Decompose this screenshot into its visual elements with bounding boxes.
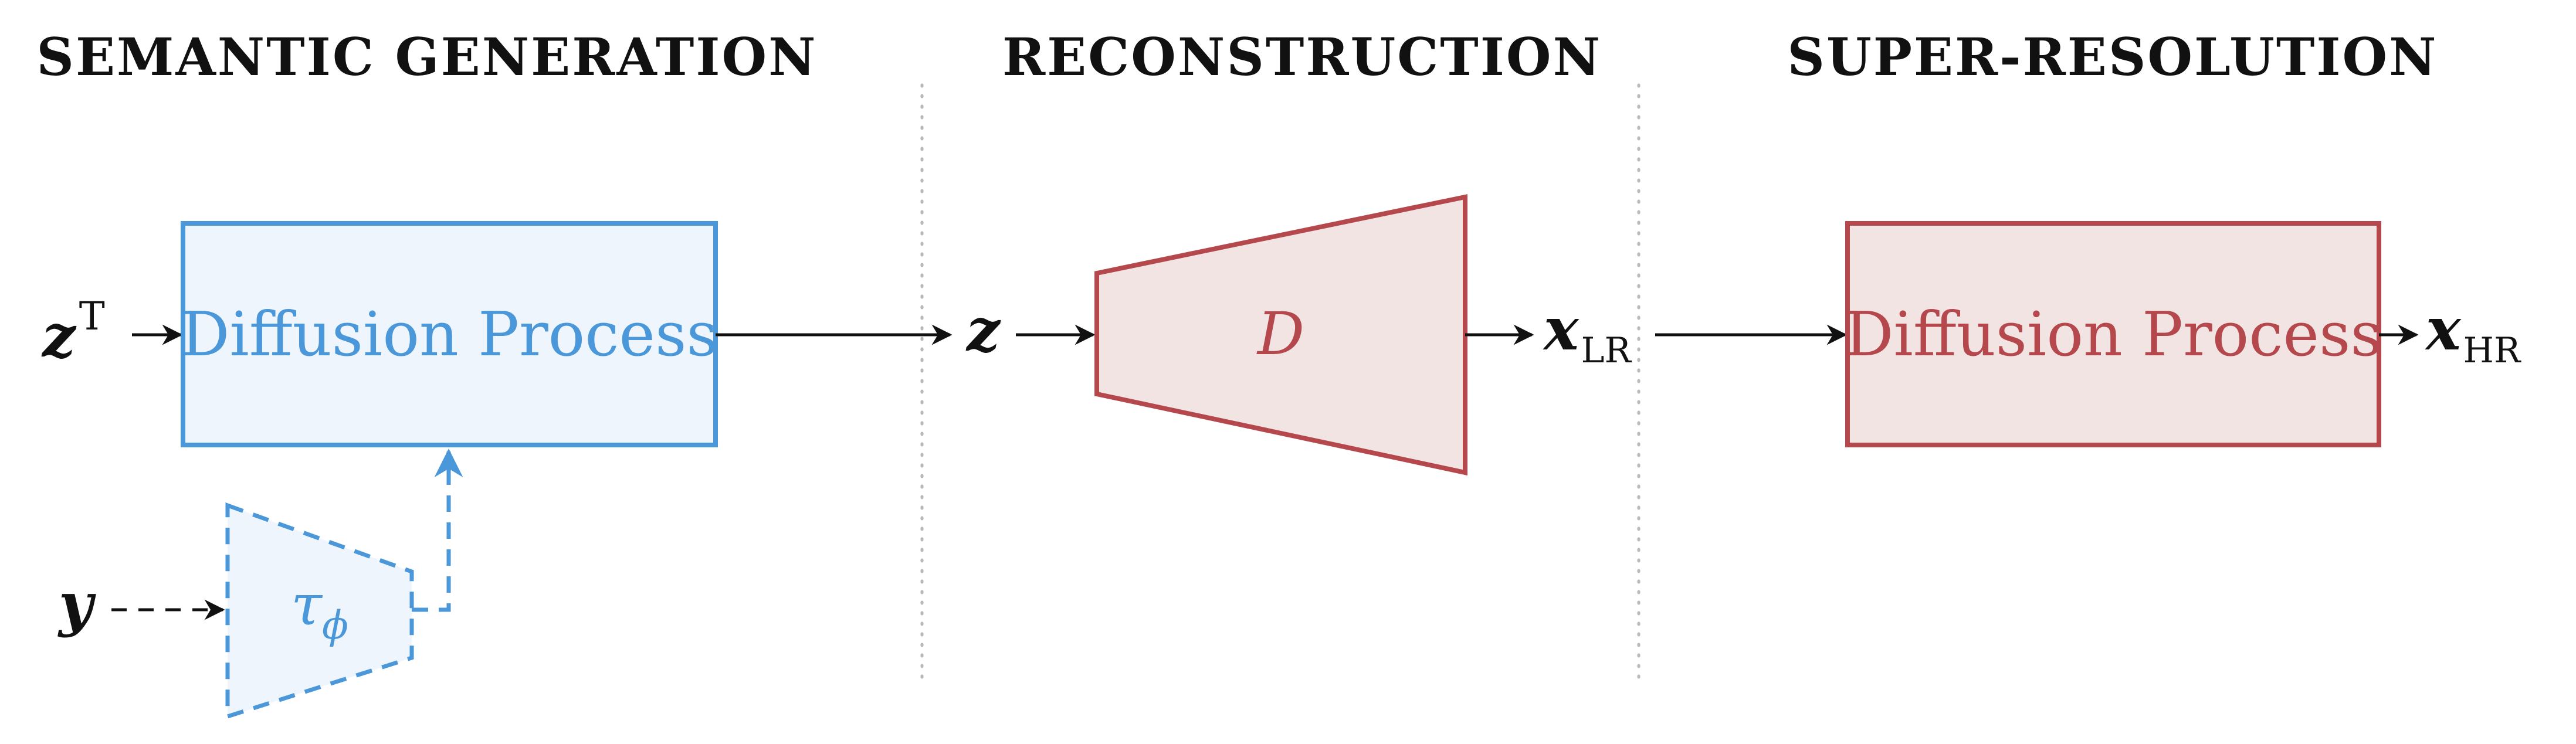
condition-encoder-trapezoid [225,502,414,719]
sr-diffusion-label: Diffusion Process [1845,298,2382,370]
decoder-label: D [1256,300,1304,368]
decoder-trapezoid [1094,194,1467,475]
low-res-image-label: xLR [1543,294,1632,371]
semantic-diffusion-label: Diffusion Process [181,298,718,370]
section-title-reconstruction: RECONSTRUCTION [1002,26,1602,87]
high-res-image-label: xHR [2425,294,2521,371]
condition-encoder-label: τϕ [291,572,348,648]
arrow-encoder-to-diffusion [412,449,463,612]
latent-noise-label: zT [41,294,105,371]
sr-diffusion-box [1845,221,2381,447]
condition-label: y [57,569,96,638]
latent-z-label: z [965,295,1001,365]
semantic-diffusion-box [181,221,718,447]
section-title-super-resolution: SUPER-RESOLUTION [1787,26,2438,87]
section-title-semantic-generation: SEMANTIC GENERATION [36,26,817,87]
